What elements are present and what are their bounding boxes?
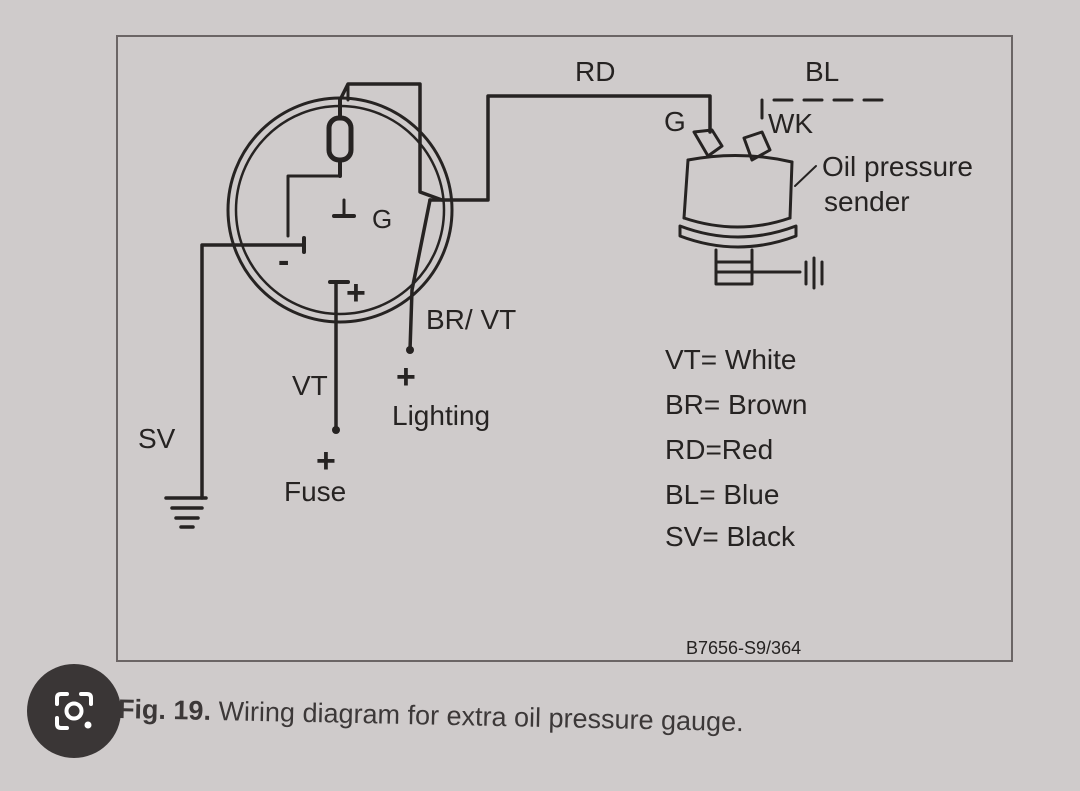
sender-leader-line <box>794 165 817 187</box>
wire-inner-left <box>286 174 342 238</box>
label-g-gauge: G <box>372 204 393 234</box>
wire-br-vt <box>408 198 432 352</box>
label-plus-fuse: + <box>316 442 336 480</box>
wire-sv <box>200 243 306 500</box>
label-g-sender: G <box>664 106 686 137</box>
gauge-lamp-icon <box>326 98 354 178</box>
legend-item: VT= White <box>665 344 797 375</box>
label-plus-gauge: + <box>346 274 366 312</box>
legend-item: BR= Brown <box>665 389 808 420</box>
label-lighting: Lighting <box>392 400 491 431</box>
diagram-frame <box>116 35 1013 662</box>
lighting-terminal-dot <box>406 346 414 354</box>
label-sv: SV <box>138 423 176 454</box>
oil-pressure-sender-icon <box>678 128 824 290</box>
label-sender: sender <box>824 186 910 217</box>
label-br-vt: BR/ VT <box>426 304 517 335</box>
label-plus-lighting: + <box>396 358 416 396</box>
label-rd: RD <box>575 56 616 87</box>
google-lens-button[interactable] <box>27 664 121 758</box>
legend-item: RD=Red <box>665 434 774 465</box>
label-minus: - <box>278 242 290 280</box>
legend-item: BL= Blue <box>665 479 780 510</box>
wire-rd <box>428 94 712 202</box>
google-lens-icon <box>55 692 93 730</box>
label-bl: BL <box>805 56 840 87</box>
legend-item: SV= Black <box>665 521 795 552</box>
figure-number: Fig. 19. <box>117 694 212 726</box>
part-number: B7656-S9/364 <box>686 638 802 658</box>
label-vt: VT <box>292 370 328 401</box>
wire-bl-dashed <box>760 98 884 120</box>
ground-icon <box>164 496 208 529</box>
fuse-terminal-dot <box>332 426 340 434</box>
label-fuse: Fuse <box>284 476 347 507</box>
label-oil-pressure: Oil pressure <box>822 151 973 182</box>
wire-top-loop <box>338 82 444 202</box>
label-wk: WK <box>768 108 814 139</box>
